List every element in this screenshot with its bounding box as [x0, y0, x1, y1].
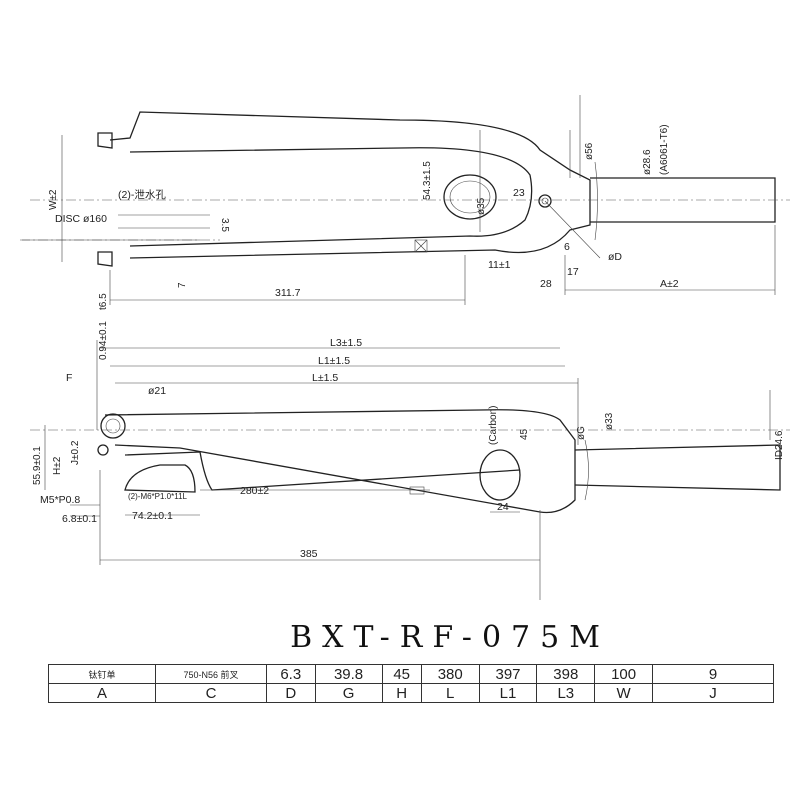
dim-6-8: 6.8±0.1	[62, 513, 97, 525]
spec-cell: 6.3	[266, 664, 316, 684]
dim-74-2: 74.2±0.1	[132, 510, 173, 522]
spec-code: J	[652, 683, 774, 703]
phi-g: øG	[576, 426, 587, 440]
dim-l3: L3±1.5	[330, 337, 362, 349]
m6-thread: (2)-M6*P1.0*11L	[128, 492, 188, 501]
spec-code: L1	[478, 683, 538, 703]
phi-28-6: ø28.6	[642, 149, 653, 175]
phi-33: ø33	[604, 412, 615, 430]
spec-code: C	[155, 683, 267, 703]
spec-values-row: 钛钉单 750-N56 前叉 6.3 39.8 45 380 397 398 1…	[48, 664, 774, 684]
spec-code: D	[266, 683, 316, 703]
drain-hole-label: (2)-泄水孔	[118, 188, 166, 201]
spec-code: H	[381, 683, 422, 703]
spec-code: G	[314, 683, 383, 703]
dim-54-3: 54.3±1.5	[422, 161, 433, 200]
m5-thread: M5*P0.8	[40, 494, 80, 506]
dim-385: 385	[300, 548, 318, 560]
model-number: BXT-RF-075M	[290, 620, 610, 655]
spec-code: A	[48, 683, 156, 703]
side-view-labels: L3±1.5 L1±1.5 L±1.5 F ø21 55.9±0.1 H±2 J…	[32, 337, 785, 560]
spec-cell: 380	[420, 664, 480, 684]
dim-23: 23	[513, 187, 525, 199]
dim-h: H±2	[52, 456, 63, 475]
phi-d: øD	[608, 251, 622, 263]
spec-code: W	[594, 683, 653, 703]
spec-cell: 397	[478, 664, 538, 684]
dim-28: 28	[540, 278, 552, 290]
dim-24: 24	[497, 501, 509, 513]
dim-311-7: 311.7	[275, 287, 301, 299]
spec-cell: 398	[536, 664, 596, 684]
spec-cell: 9	[652, 664, 774, 684]
top-view-labels: W±2 (2)-泄水孔 DISC ø160 3.5 7 t6.5 0.94±0.…	[48, 124, 679, 360]
dim-l: L±1.5	[312, 372, 338, 384]
dim-7: 7	[177, 282, 188, 288]
dim-6-5: t6.5	[98, 293, 109, 310]
dim-17: 17	[567, 266, 579, 278]
dim-45: 45	[519, 428, 530, 440]
dim-55-9: 55.9±0.1	[32, 446, 43, 485]
spec-cell: 45	[381, 664, 422, 684]
spec-cell: 750-N56 前叉	[155, 664, 267, 684]
dim-3-5: 3.5	[219, 218, 230, 232]
spec-code: L	[420, 683, 480, 703]
phi-21: ø21	[148, 385, 166, 397]
phi-35: ø35	[476, 197, 487, 215]
disc-label: DISC ø160	[55, 213, 107, 225]
dim-l1: L1±1.5	[318, 355, 350, 367]
phi-56: ø56	[584, 142, 595, 160]
dim-11: 11±1	[488, 259, 511, 271]
spec-table: 钛钉单 750-N56 前叉 6.3 39.8 45 380 397 398 1…	[48, 664, 774, 703]
w-dim: W±2	[48, 189, 59, 210]
id-24-6: ID24.6	[774, 430, 785, 460]
dim-0-94: 0.94±0.1	[98, 321, 109, 360]
spec-cell: 39.8	[314, 664, 383, 684]
spec-cell: 100	[594, 664, 653, 684]
side-view	[30, 340, 790, 600]
spec-codes-row: A C D G H L L1 L3 W J	[48, 683, 774, 703]
carbon-label: (Carbon)	[488, 406, 499, 445]
dim-6: 6	[564, 241, 570, 253]
dim-f: F	[66, 372, 72, 384]
spec-code: L3	[536, 683, 596, 703]
dim-a: A±2	[660, 278, 679, 290]
spec-cell: 钛钉单	[48, 664, 156, 684]
material-label: (A6061-T6)	[659, 124, 670, 175]
dim-280: 280±2	[240, 485, 269, 497]
top-view	[20, 95, 790, 305]
dim-j: J±0.2	[70, 440, 81, 465]
